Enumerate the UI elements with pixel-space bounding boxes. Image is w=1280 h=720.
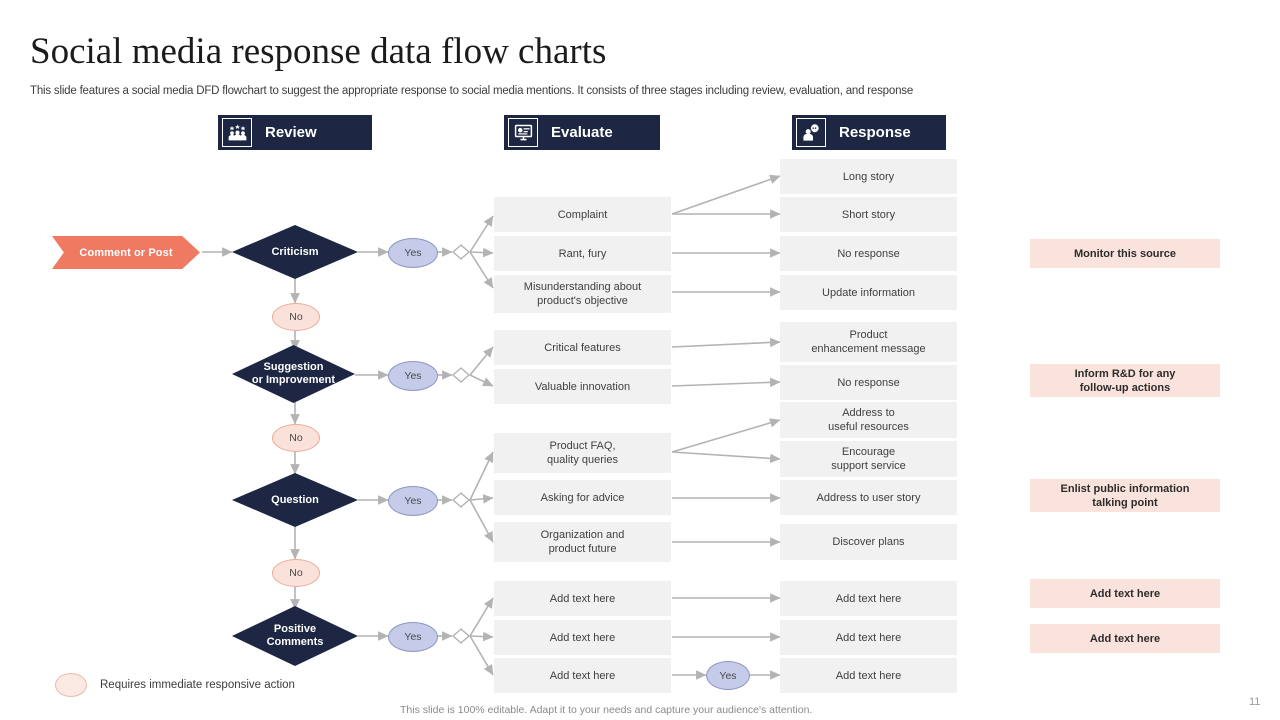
legend: Requires immediate responsive action	[55, 673, 295, 697]
pill-yes-inline[interactable]: Yes	[706, 661, 750, 690]
decision-label-line1: Positive	[273, 623, 317, 635]
evaluate-box-critical-features[interactable]: Critical features	[494, 330, 671, 365]
box-line2: enhancement message	[811, 343, 926, 355]
action-note-placeholder-1[interactable]: Add text here	[1030, 579, 1220, 608]
note-line2: talking point	[1092, 496, 1158, 509]
evaluate-box-asking-for-advice[interactable]: Asking for advice	[494, 480, 671, 515]
pill-no-suggestion[interactable]: No	[272, 424, 320, 452]
box-line2: support service	[831, 460, 906, 472]
review-people-icon	[222, 118, 252, 147]
box-line1: Product FAQ,	[549, 440, 616, 452]
decision-suggestion-or-improvement[interactable]: Suggestion or Improvement	[232, 345, 355, 403]
stage-header-response[interactable]: Response	[792, 115, 946, 150]
box-line1: Product	[849, 329, 888, 341]
evaluate-box-product-faq[interactable]: Product FAQ, quality queries	[494, 433, 671, 473]
box-line2: quality queries	[547, 454, 618, 466]
action-note-inform-rd[interactable]: Inform R&D for any follow-up actions	[1030, 364, 1220, 397]
decision-positive-comments[interactable]: Positive Comments	[232, 606, 358, 666]
evaluate-box-placeholder-1[interactable]: Add text here	[494, 581, 671, 616]
box-line2: product's objective	[537, 295, 628, 307]
footer-note: This slide is 100% editable. Adapt it to…	[400, 704, 813, 716]
evaluate-box-complaint[interactable]: Complaint	[494, 197, 671, 232]
action-note-monitor-this-source[interactable]: Monitor this source	[1030, 239, 1220, 268]
stage-label-response: Response	[839, 124, 911, 141]
legend-swatch-icon	[55, 673, 87, 697]
box-line2: useful resources	[828, 421, 909, 433]
action-note-enlist-public-information[interactable]: Enlist public information talking point	[1030, 479, 1220, 512]
stage-header-evaluate[interactable]: Evaluate	[504, 115, 660, 150]
note-line1: Inform R&D for any	[1074, 367, 1176, 380]
evaluate-box-placeholder-3[interactable]: Add text here	[494, 658, 671, 693]
response-box-placeholder-1[interactable]: Add text here	[780, 581, 957, 616]
response-box-no-response-2[interactable]: No response	[780, 365, 957, 400]
start-node-comment-or-post[interactable]: Comment or Post	[52, 236, 200, 269]
stage-label-evaluate: Evaluate	[551, 124, 613, 141]
box-line1: Misunderstanding about	[523, 281, 642, 293]
evaluate-monitor-icon	[508, 118, 538, 147]
note-line1: Enlist public information	[1060, 482, 1190, 495]
response-box-address-useful-resources[interactable]: Address to useful resources	[780, 402, 957, 438]
box-line1: Address to	[842, 407, 895, 419]
stage-header-review[interactable]: Review	[218, 115, 372, 150]
response-box-encourage-support-service[interactable]: Encourage support service	[780, 441, 957, 477]
response-box-address-to-user-story[interactable]: Address to user story	[780, 480, 957, 515]
decision-label-line1: Suggestion	[263, 361, 324, 373]
page-subtitle: This slide features a social media DFD f…	[30, 85, 914, 97]
decision-label-line2: or Improvement	[251, 374, 336, 386]
pill-no-criticism[interactable]: No	[272, 303, 320, 331]
evaluate-box-placeholder-2[interactable]: Add text here	[494, 620, 671, 655]
pill-yes-positive-comments[interactable]: Yes	[388, 622, 438, 652]
response-box-product-enhancement-message[interactable]: Product enhancement message	[780, 322, 957, 362]
box-line1: Organization and	[540, 529, 625, 541]
evaluate-box-rant-fury[interactable]: Rant, fury	[494, 236, 671, 271]
pill-yes-question[interactable]: Yes	[388, 486, 438, 516]
evaluate-box-organization-product-future[interactable]: Organization and product future	[494, 522, 671, 562]
response-box-placeholder-3[interactable]: Add text here	[780, 658, 957, 693]
evaluate-box-misunderstanding[interactable]: Misunderstanding about product's objecti…	[494, 275, 671, 313]
decision-criticism[interactable]: Criticism	[232, 225, 358, 279]
page-number: 11	[1249, 696, 1261, 708]
pill-yes-criticism[interactable]: Yes	[388, 238, 438, 268]
evaluate-box-valuable-innovation[interactable]: Valuable innovation	[494, 369, 671, 404]
pill-yes-suggestion[interactable]: Yes	[388, 361, 438, 391]
response-box-short-story[interactable]: Short story	[780, 197, 957, 232]
box-line1: Encourage	[841, 446, 896, 458]
response-person-speech-icon	[796, 118, 826, 147]
pill-no-question[interactable]: No	[272, 559, 320, 587]
response-box-no-response-1[interactable]: No response	[780, 236, 957, 271]
response-box-update-information[interactable]: Update information	[780, 275, 957, 310]
legend-label: Requires immediate responsive action	[100, 679, 295, 691]
decision-question[interactable]: Question	[232, 473, 358, 527]
note-line2: follow-up actions	[1079, 381, 1171, 394]
response-box-discover-plans[interactable]: Discover plans	[780, 524, 957, 560]
decision-label-line2: Comments	[266, 636, 324, 648]
response-box-long-story[interactable]: Long story	[780, 159, 957, 194]
stage-label-review: Review	[265, 124, 317, 141]
box-line2: product future	[548, 543, 617, 555]
action-note-placeholder-2[interactable]: Add text here	[1030, 624, 1220, 653]
page-title: Social media response data flow charts	[30, 31, 607, 72]
response-box-placeholder-2[interactable]: Add text here	[780, 620, 957, 655]
